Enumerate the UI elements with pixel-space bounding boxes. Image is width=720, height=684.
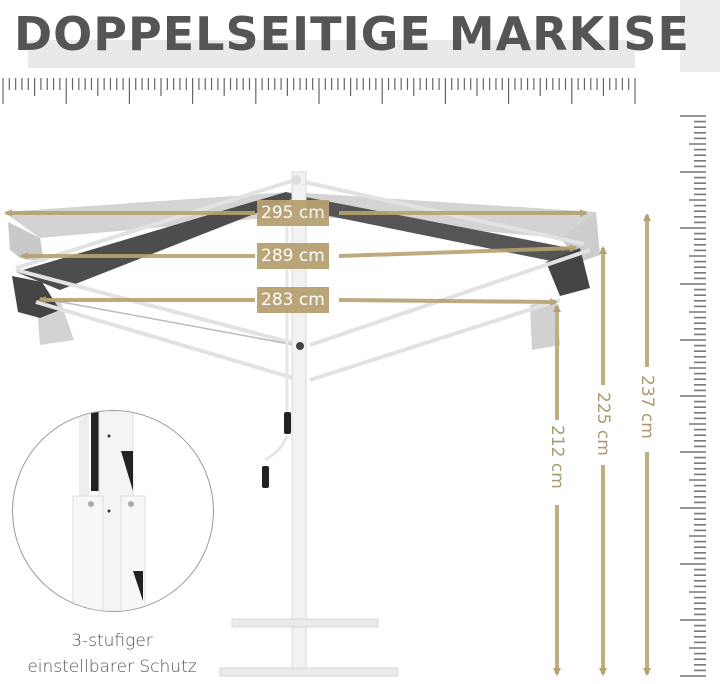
height-arrows — [553, 213, 651, 676]
frame-arms — [15, 178, 591, 382]
page-title: DOPPELSEITIGE MARKISE — [14, 7, 690, 61]
height-label-225: 225 cm — [593, 392, 613, 456]
height-label-212: 212 cm — [547, 425, 567, 489]
inset-detail-circle — [12, 410, 214, 612]
telescopic-pole-detail — [72, 411, 146, 611]
title-underline-band — [28, 40, 635, 68]
inset-caption: 3-stufiger einstellbarer Schutz — [8, 628, 216, 680]
vertical-ruler — [680, 115, 706, 677]
horizontal-ruler — [2, 78, 636, 104]
height-label-237: 237 cm — [637, 375, 657, 439]
inset-caption-line2: einstellbarer Schutz — [27, 657, 197, 677]
width-label-295: 295 cm — [257, 200, 329, 226]
corner-tab — [680, 0, 720, 72]
inset-caption-line1: 3-stufiger — [71, 631, 153, 651]
width-arrows — [4, 209, 588, 306]
width-label-283: 283 cm — [257, 287, 329, 313]
width-label-289: 289 cm — [257, 243, 329, 269]
